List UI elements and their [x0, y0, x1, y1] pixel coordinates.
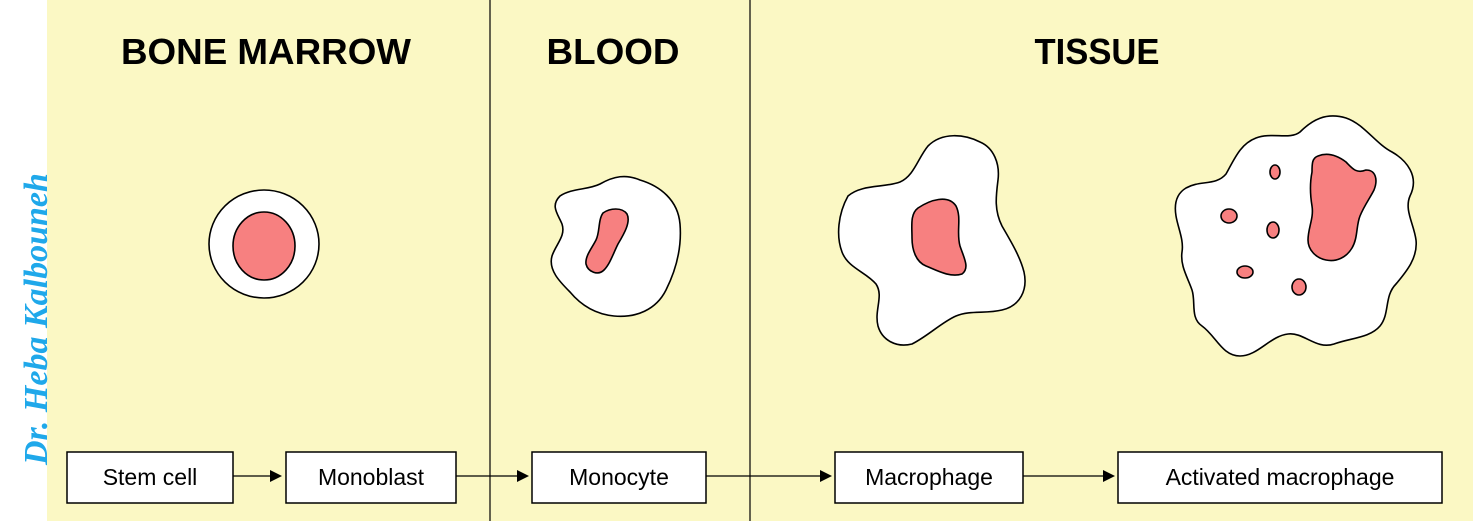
stage-box-activated-macrophage: Activated macrophage: [1118, 452, 1442, 503]
stage-box-monoblast: Monoblast: [286, 452, 456, 503]
stage-label: Activated macrophage: [1166, 464, 1395, 490]
stem-cell-illustration: [209, 190, 319, 298]
vacuole: [1270, 165, 1280, 179]
heading-blood: BLOOD: [547, 31, 680, 72]
heading-tissue: TISSUE: [1035, 31, 1160, 72]
stage-box-macrophage: Macrophage: [835, 452, 1023, 503]
vacuole: [1237, 266, 1253, 278]
stage-label: Stem cell: [103, 464, 198, 490]
vacuole: [1267, 222, 1279, 238]
stem-cell-nucleus: [233, 212, 295, 280]
vacuole: [1292, 279, 1306, 295]
stage-label: Monocyte: [569, 464, 669, 490]
stage-box-stem-cell: Stem cell: [67, 452, 233, 503]
stage-box-monocyte: Monocyte: [532, 452, 706, 503]
author-watermark: Dr. Heba Kalbouneh: [18, 173, 55, 466]
stage-label: Macrophage: [865, 464, 993, 490]
vacuole: [1221, 209, 1237, 223]
stage-label: Monoblast: [318, 464, 425, 490]
heading-bone-marrow: BONE MARROW: [121, 31, 411, 72]
